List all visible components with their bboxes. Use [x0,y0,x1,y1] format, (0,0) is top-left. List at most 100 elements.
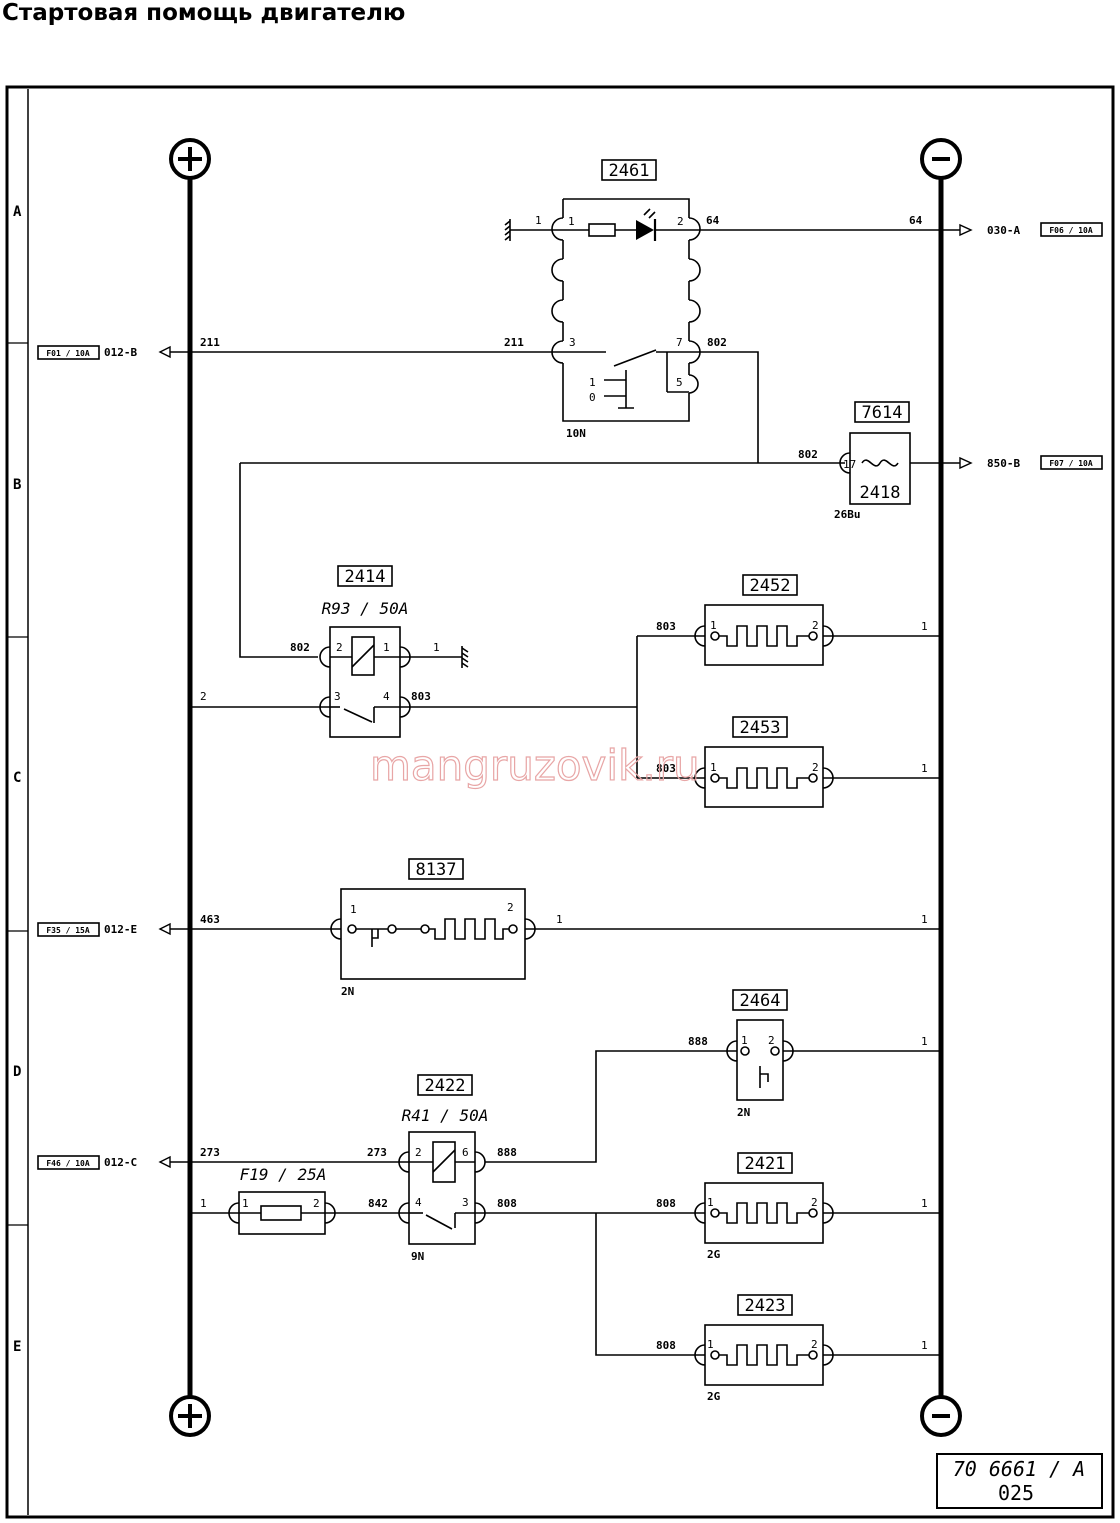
pin-label: 1 [707,1196,714,1209]
wire-label: 803 [656,762,676,775]
pin-label: 1 [741,1034,748,1047]
pin-label: 2 [313,1197,320,1210]
component-id-7614: 7614 [862,403,903,423]
pin-label: 2 [415,1146,422,1159]
component-id-2452: 2452 [750,576,791,596]
switch-position-label: 0 [589,391,596,404]
wire-label: 1 [921,913,928,926]
component-id-2461: 2461 [609,161,650,181]
component-sub-id: 2418 [860,483,901,503]
wire-label: 1 [200,1197,207,1210]
connector-label: 9N [411,1250,424,1263]
wire-label: 463 [200,913,220,926]
fuse-ref: F07 / 10A [1049,459,1093,468]
row-label-a: A [13,204,22,220]
pin-label: 2 [811,1196,818,1209]
connector-label: 10N [566,427,586,440]
pin-label: 2 [812,619,819,632]
arrow-right-icon [959,223,973,237]
relay-rating: R41 / 50A [402,1106,489,1125]
connector-label: 2N [341,985,354,998]
wire-label: 1 [921,1035,928,1048]
wire-label: 1 [535,214,542,227]
pin-label: 2 [507,901,514,914]
wire-label: 273 [367,1146,387,1159]
wire-label: 842 [368,1197,388,1210]
pin-label: 2 [812,761,819,774]
ground-icon [461,646,469,668]
arrow-right-icon [959,456,973,470]
glow-plug-2423: 2423 1 2 2G [694,1294,834,1403]
pin-label: 5 [676,376,683,389]
row-label-d: D [13,1064,21,1080]
reference-012b: 012-B [104,346,137,359]
wire-label: 803 [411,690,431,703]
document-code: 70 6661 / A [953,1457,1085,1481]
reference-030a: 030-A [987,224,1020,237]
reference-850b: 850-B [987,457,1020,470]
pin-label: 1 [242,1197,249,1210]
fuse-ref: F06 / 10A [1049,226,1093,235]
arrow-left-icon [158,922,171,936]
pin-label: 3 [569,336,576,349]
ground-icon [504,219,511,241]
pin-label: 1 [710,761,717,774]
connector-label: 2N [737,1106,750,1119]
component-id-2422: 2422 [425,1076,466,1096]
relay-2414: 2414 R93 / 50A 2 1 3 4 [319,565,411,738]
pin-label: 4 [415,1196,422,1209]
wire-label: 888 [497,1146,517,1159]
wire-label: 211 [200,336,220,349]
reference-012e: 012-E [104,923,137,936]
relay-2422: 2422 R41 / 50A 2 6 4 3 9N [398,1074,489,1263]
pin-label: 1 [383,641,390,654]
fuse-f19: F19 / 25A 1 2 [228,1165,336,1235]
component-id-2421: 2421 [745,1154,786,1174]
component-8137: 8137 1 2 2N [330,858,536,998]
row-label-e: E [13,1339,21,1355]
pin-label: 1 [707,1338,714,1351]
connector-label: 2G [707,1248,721,1261]
wire-label: 808 [656,1339,676,1352]
wire-label: 211 [504,336,524,349]
relay-rating: R93 / 50A [322,599,409,618]
pin-label: 6 [462,1146,469,1159]
fuse-ref: F35 / 15A [46,926,90,935]
wire-label: 1 [921,762,928,775]
pin-label: 17 [843,458,856,471]
pin-label: 2 [768,1034,775,1047]
component-id-2423: 2423 [745,1296,786,1316]
wire-label: 1 [921,1197,928,1210]
wire-label: 273 [200,1146,220,1159]
arrow-left-icon [158,1155,171,1169]
wire-label: 1 [556,913,563,926]
fuse-ref: F46 / 10A [46,1159,90,1168]
minus-terminal-top [920,138,962,180]
page-number: 025 [998,1481,1034,1505]
wire-label: 802 [798,448,818,461]
row-label-c: C [13,770,21,786]
fuse-label: F19 / 25A [240,1165,327,1184]
wire-label: 888 [688,1035,708,1048]
pin-label: 1 [568,215,575,228]
component-id-8137: 8137 [416,860,457,880]
row-label-b: B [13,477,21,493]
glow-plug-2453: 2453 1 2 [694,716,834,808]
minus-terminal-bottom [920,1395,962,1437]
component-id-2453: 2453 [740,718,781,738]
pin-label: 2 [336,641,343,654]
watermark: mangruzovik.ru [370,741,700,790]
glow-indicator-7614: 7614 17 2418 26Bu [834,401,911,521]
wire-label: 802 [707,336,727,349]
pin-label: 1 [710,619,717,632]
wire-label: 64 [706,214,720,227]
reference-012c: 012-C [104,1156,137,1169]
switch-2461: 2461 1 2 3 7 5 1 0 10N [551,159,701,440]
pin-label: 3 [462,1196,469,1209]
wire-label: 803 [656,620,676,633]
wire-label: 802 [290,641,310,654]
pin-label: 3 [334,690,341,703]
wire-label: 2 [200,690,207,703]
wire-label: 1 [921,620,928,633]
